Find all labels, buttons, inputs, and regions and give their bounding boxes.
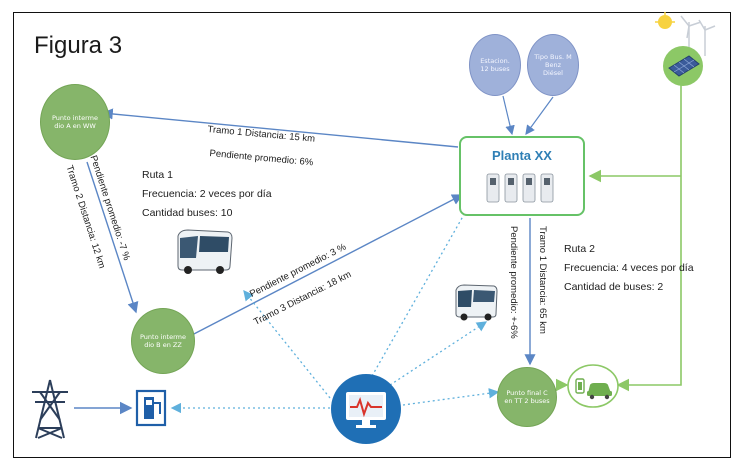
ev-charger-icon: [135, 389, 167, 427]
edge-b-to-planta: [189, 194, 464, 337]
edge-planta-to-a: [101, 108, 459, 148]
ruta2-title: Ruta 2: [564, 243, 595, 255]
edge-a-to-b: [86, 161, 139, 314]
edge-solar-to-car: [616, 82, 682, 392]
ruta2-block: Ruta 2 Frecuencia: 4 veces por día Canti…: [564, 240, 694, 297]
dotted-monitor-to-bus2: [389, 321, 488, 386]
ruta1-frecuencia: Frecuencia: 2 veces por día: [142, 188, 272, 200]
dotted-monitor-to-c: [402, 388, 500, 406]
ruta2-frecuencia: Frecuencia: 4 veces por día: [564, 262, 694, 274]
figure-title: Figura 3: [34, 32, 123, 59]
ruta1-title: Ruta 1: [142, 169, 173, 181]
planta-title: Planta XX: [492, 148, 552, 163]
node-estacion: Estacion. 12 buses: [469, 34, 521, 96]
edge-estacion-to-planta: [502, 95, 515, 136]
node-punto-b: Punto interme dio B en ZZ: [131, 308, 195, 374]
charging-station-icon: [486, 173, 554, 203]
node-punto-c: Punto final C en TT 2 buses: [497, 367, 557, 427]
power-tower-icon: [32, 379, 68, 439]
node-punto-a: Punto interme dio A en WW: [40, 84, 110, 160]
solar-wind-icon: [655, 12, 716, 86]
label-pendiente-right: Pendiente promedio: +-6%: [508, 226, 519, 339]
ev-car-icon: [567, 364, 619, 408]
bus-icon: [455, 284, 498, 321]
ruta1-block: Ruta 1 Frecuencia: 2 veces por día Canti…: [142, 166, 272, 223]
label-tramo1-right: Tramo 1 Distancia: 65 km: [537, 226, 548, 334]
edge-tipobus-to-planta: [525, 96, 554, 135]
planta-box: Planta XX: [459, 136, 585, 216]
monitor-icon: [331, 374, 401, 444]
bus-icon: [177, 229, 233, 274]
ruta2-cantidad: Cantidad de buses: 2: [564, 281, 664, 293]
ruta1-cantidad: Cantidad buses: 10: [142, 207, 233, 219]
node-tipo-bus: Tipo Bus. M Benz Diésel: [527, 34, 579, 96]
